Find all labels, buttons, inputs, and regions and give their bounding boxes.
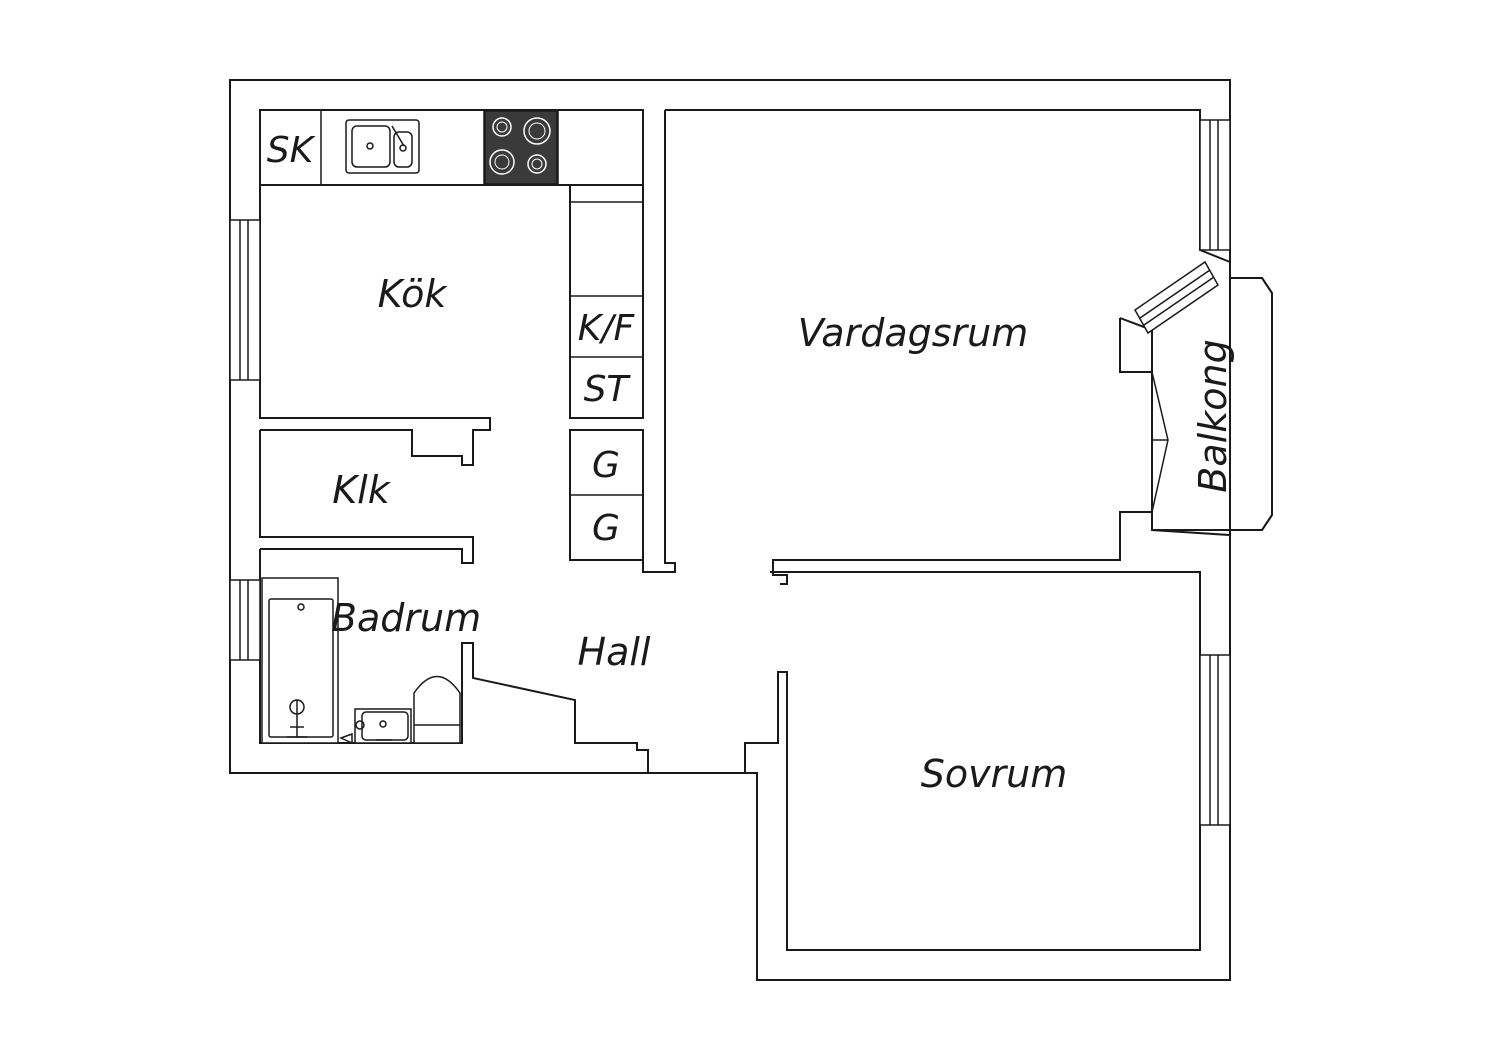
window-living-room: [1199, 119, 1231, 251]
label-wardrobe-2: G: [592, 508, 620, 549]
kitchen-cabinets: [569, 110, 644, 419]
kitchen-wall: [259, 185, 491, 466]
label-bathroom: Badrum: [331, 596, 481, 640]
label-kitchen: Kök: [378, 272, 449, 316]
label-wardrobe-1: G: [592, 445, 620, 486]
balcony: [1119, 277, 1273, 531]
label-fridge-freezer: K/F: [578, 308, 636, 349]
stove: [484, 110, 558, 185]
closet-wall: [259, 430, 474, 564]
bathroom-sink: [339, 708, 412, 745]
label-closet: Klk: [332, 468, 391, 512]
window-balcony: [1134, 260, 1219, 335]
kitchen-sink: [345, 119, 420, 174]
label-living-room: Vardagsrum: [798, 311, 1029, 355]
label-balcony: Balkong: [1191, 339, 1235, 492]
label-hall: Hall: [578, 630, 651, 674]
window-kitchen: [229, 219, 261, 381]
window-bathroom: [229, 579, 261, 661]
toilet: [413, 675, 461, 744]
label-bedroom: Sovrum: [921, 752, 1068, 796]
hall-wall: [642, 110, 676, 573]
label-cleaning-cabinet: SK: [267, 130, 316, 171]
kitchen-counter: [259, 109, 644, 186]
exterior-wall: [229, 79, 1231, 981]
label-storage: ST: [584, 369, 632, 410]
window-bedroom: [1199, 654, 1231, 826]
bathtub: [261, 577, 339, 744]
